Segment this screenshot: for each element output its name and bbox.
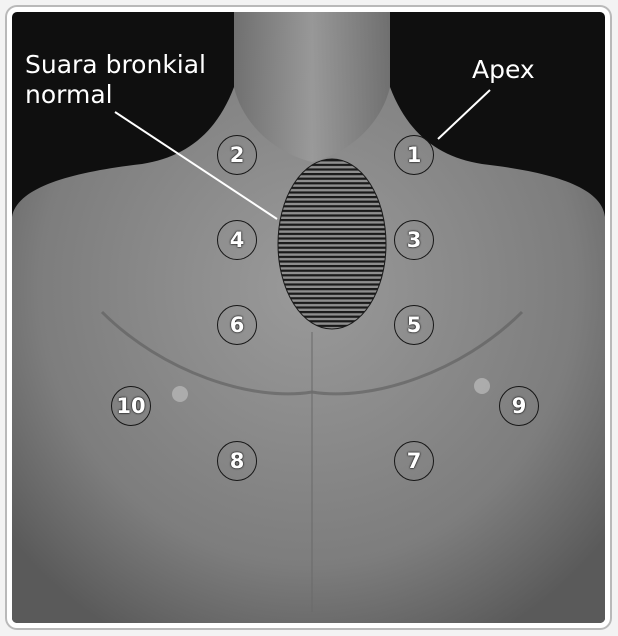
auscultation-point-5: 5 — [394, 305, 434, 345]
diagram-frame: Suara bronkial normal Apex 1 2 3 4 5 6 7… — [7, 7, 610, 628]
auscultation-point-4: 4 — [217, 220, 257, 260]
right-nipple — [172, 386, 188, 402]
bronchial-label: Suara bronkial normal — [25, 50, 206, 110]
auscultation-point-2: 2 — [217, 135, 257, 175]
auscultation-point-1: 1 — [394, 135, 434, 175]
auscultation-point-10: 10 — [111, 386, 151, 426]
bronchial-label-line1: Suara bronkial — [25, 50, 206, 80]
apex-pointer-line — [438, 90, 490, 139]
auscultation-point-3: 3 — [394, 220, 434, 260]
auscultation-point-6: 6 — [217, 305, 257, 345]
auscultation-point-8: 8 — [217, 441, 257, 481]
bronchial-area — [278, 159, 386, 329]
auscultation-point-9: 9 — [499, 386, 539, 426]
left-nipple — [474, 378, 490, 394]
bronchial-label-line2: normal — [25, 80, 206, 110]
auscultation-point-7: 7 — [394, 441, 434, 481]
apex-label: Apex — [472, 55, 535, 85]
